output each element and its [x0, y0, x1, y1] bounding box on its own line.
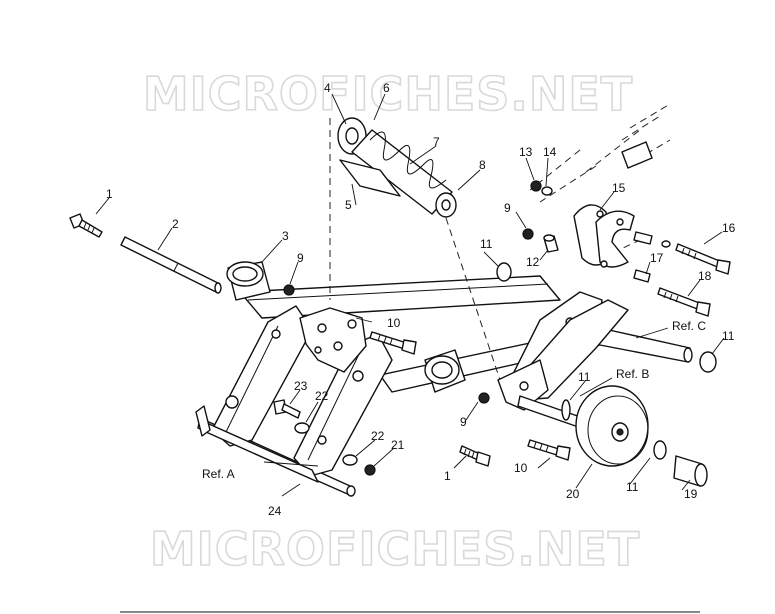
washer-11b [699, 351, 717, 373]
upper-cross-tube [239, 275, 561, 319]
callout-11-ref-c: 11 [722, 329, 735, 343]
callout-11-axle: 11 [578, 370, 591, 384]
callout-6: 6 [383, 81, 390, 95]
rear-bracket [497, 359, 549, 411]
watermark-top: MICROFICHES.NET [143, 67, 633, 121]
callout-22-lower: 22 [371, 429, 385, 443]
bolt-bottom [459, 445, 491, 467]
callout-1-bolt-left: 1 [106, 187, 113, 201]
callout-23: 23 [294, 379, 308, 393]
idler-wheel [575, 385, 649, 467]
alignment-line-shock-bottom [445, 217, 501, 381]
spacer-12 [543, 234, 559, 253]
callout-11-left: 11 [480, 237, 493, 251]
bolt-center [369, 331, 417, 355]
callout-1-bolt-bottom: 1 [444, 469, 451, 483]
watermark-bottom: MICROFICHES.NET [150, 522, 640, 576]
mount-plate [299, 307, 367, 373]
bolt-left [69, 213, 103, 238]
callout-13: 13 [519, 145, 533, 159]
pivot-pin [120, 236, 222, 294]
callout-12: 12 [526, 255, 540, 269]
nut-center [478, 392, 490, 404]
callout-17: 17 [650, 251, 664, 265]
callout-18: 18 [698, 269, 712, 283]
callout-11-wheel: 11 [626, 480, 639, 494]
spacer-17 [633, 269, 651, 283]
callout-14: 14 [543, 145, 557, 159]
nut-13 [530, 180, 542, 192]
callout-4: 4 [324, 81, 331, 95]
reference-a-label: Ref. A [202, 467, 235, 481]
callout-24: 24 [268, 504, 282, 518]
washer-22a [294, 422, 310, 434]
callout-8: 8 [479, 158, 486, 172]
washer-small [661, 240, 671, 248]
leader-lines [95, 93, 725, 497]
bolt-10-right [527, 439, 571, 461]
bolt-23 [273, 399, 301, 419]
callout-7: 7 [433, 135, 440, 149]
nut-right [522, 228, 534, 240]
callout-9-right: 9 [504, 201, 511, 215]
bolt-16 [675, 243, 731, 275]
reference-c-label: Ref. C [672, 319, 706, 333]
callout-19: 19 [684, 487, 698, 501]
callout-3: 3 [282, 229, 289, 243]
front-cross-tube [195, 405, 319, 483]
callout-20: 20 [566, 487, 580, 501]
callout-15: 15 [612, 181, 626, 195]
callout-5: 5 [345, 198, 352, 212]
washer-22b [342, 454, 358, 466]
callout-2: 2 [172, 217, 179, 231]
callout-10-right: 10 [514, 461, 528, 475]
nut-21 [364, 464, 376, 476]
bracket-15 [573, 204, 635, 268]
washer-11a [496, 262, 512, 282]
front-arm-left [211, 305, 313, 447]
callout-labels: 1 2 3 4 5 6 7 8 9 9 9 10 10 11 11 11 11 … [106, 81, 736, 518]
spacer-15 [633, 231, 653, 245]
callout-21: 21 [391, 438, 405, 452]
bolt-18 [657, 287, 711, 317]
callout-16: 16 [722, 221, 736, 235]
washer-11c [653, 440, 667, 460]
callout-9-upper: 9 [297, 251, 304, 265]
nut-upper [283, 284, 295, 296]
reference-b-label: Ref. B [616, 367, 649, 381]
callout-9-center: 9 [460, 415, 467, 429]
bushing-upper [226, 261, 271, 301]
spacer-19 [673, 455, 708, 487]
callout-10-center: 10 [387, 316, 401, 330]
callout-22-upper: 22 [315, 389, 329, 403]
bushing-center [424, 349, 466, 393]
washer-14 [541, 186, 553, 196]
shock-absorber [337, 117, 457, 218]
